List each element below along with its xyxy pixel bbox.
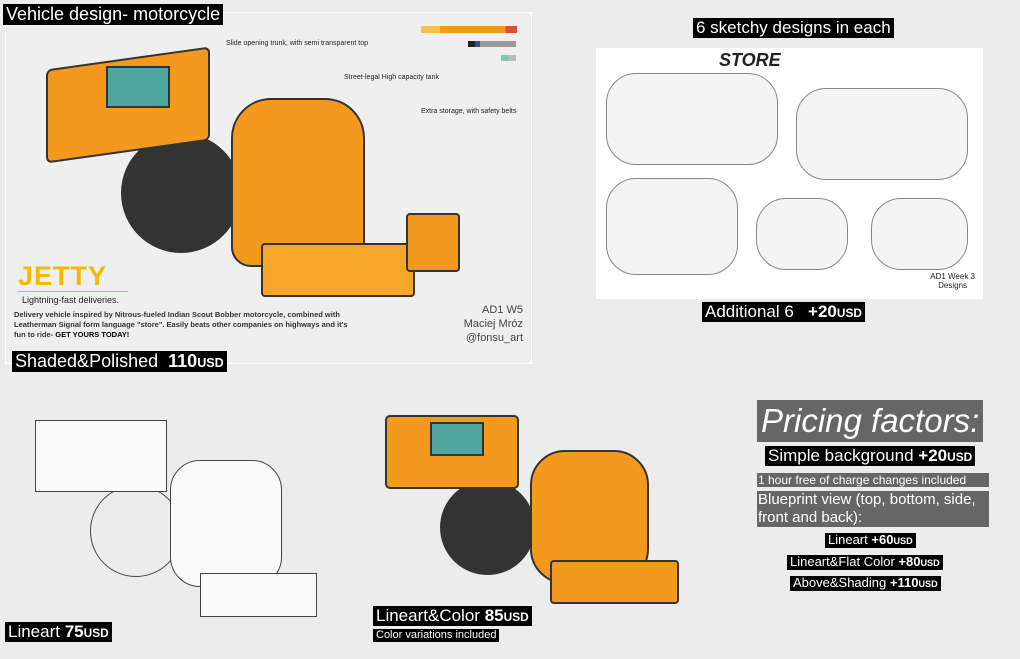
color-price-label: Lineart&Color 85USD	[373, 606, 532, 626]
brand-logo: JETTY	[18, 261, 128, 292]
blueprint-option-lineart: Lineart +60USD	[825, 532, 916, 548]
tagline: Lightning-fast deliveries.	[22, 295, 120, 305]
pricing-title: Pricing factors:	[757, 400, 984, 442]
store-text: STORE	[719, 50, 781, 70]
lineart-illustration	[30, 415, 320, 620]
teal-swatches	[501, 55, 516, 61]
blueprint-view: Blueprint view (top, bottom, side, front…	[757, 491, 989, 527]
annotation-trunk: Slide opening trunk, with semi transpare…	[226, 40, 369, 47]
description: Delivery vehicle inspired by Nitrous-fue…	[14, 310, 354, 340]
shaded-price-label: Shaded&Polished 110USD	[12, 351, 227, 372]
annotation-tank: Street-legal High capacity tank	[344, 74, 439, 81]
sketches-price-label: Additional 6 +20USD	[702, 302, 865, 322]
grey-swatches	[468, 41, 516, 47]
blueprint-option-shading: Above&Shading +110USD	[790, 575, 941, 591]
blueprint-option-flat-color: Lineart&Flat Color +80USD	[787, 554, 943, 570]
main-title: Vehicle design- motorcycle	[3, 4, 224, 25]
motorcycle-illustration	[36, 46, 466, 298]
color-illustration	[380, 410, 690, 605]
free-changes-note: 1 hour free of charge changes included	[757, 473, 989, 487]
brand-name: JETTY	[18, 261, 108, 291]
color-variations-note: Color variations included	[373, 629, 500, 642]
simple-background-price: Simple background +20USD	[765, 446, 976, 466]
sketches-title: 6 sketchy designs in each	[693, 18, 894, 38]
description-text: Delivery vehicle inspired by Nitrous-fue…	[14, 310, 348, 339]
annotation-storage: Extra storage, with safety belts	[421, 108, 517, 115]
main-design-panel: Slide opening trunk, with semi transpare…	[5, 12, 532, 364]
lineart-price-label: Lineart 75USD	[5, 622, 112, 642]
color-swatches	[421, 26, 517, 33]
description-call-to-action: GET YOURS TODAY!	[55, 330, 130, 339]
